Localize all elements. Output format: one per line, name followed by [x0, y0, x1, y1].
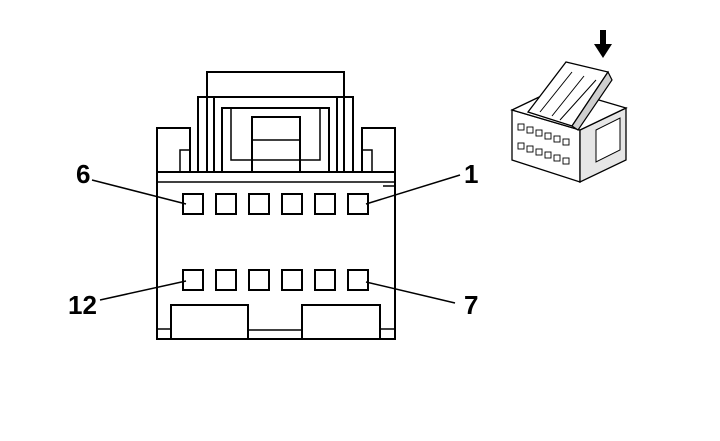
cavity [182, 269, 204, 291]
pin-label-12: 12 [68, 290, 97, 320]
cavity [215, 269, 237, 291]
pin-label-1: 1 [464, 159, 478, 189]
cavity [248, 269, 270, 291]
cavity [347, 193, 369, 215]
cavity [281, 269, 303, 291]
cavity-row-bottom [182, 269, 369, 291]
leader-line-7 [365, 281, 456, 304]
latch-lock [221, 107, 330, 172]
iso-latch-ribs [539, 71, 597, 121]
iso-side-recess [595, 117, 621, 163]
leader-line-6 [91, 179, 187, 205]
bottom-key-right [301, 304, 381, 339]
leader-line-1 [365, 174, 461, 205]
cavity [314, 269, 336, 291]
cavity [347, 269, 369, 291]
right-ear-inner [362, 149, 373, 172]
bottom-key-left [170, 304, 249, 339]
cavity-row-top [182, 193, 369, 215]
cavity [248, 193, 270, 215]
left-ear-inner [179, 149, 190, 172]
latch-tab [251, 116, 301, 172]
iso-latch-side [571, 70, 613, 131]
cavity [281, 193, 303, 215]
pin-label-6: 6 [76, 159, 90, 189]
leader-lines [91, 174, 461, 304]
cavity [215, 193, 237, 215]
cavity [314, 193, 336, 215]
connector-housing [156, 171, 396, 340]
latch-outer-frame [206, 71, 345, 172]
connector-front-view [156, 71, 396, 340]
iso-cavities [517, 123, 570, 165]
pin-labels: 6 1 12 7 [68, 159, 478, 320]
connector-isometric-view [510, 30, 628, 184]
latch-left-shoulder [197, 96, 214, 172]
arrow-down-icon [594, 30, 612, 58]
leader-line-12 [99, 280, 187, 301]
latch-right-shoulder [337, 96, 354, 172]
pin-label-7: 7 [464, 290, 478, 320]
latch-lock-inner [230, 108, 321, 161]
latch-inner-frame [213, 96, 338, 172]
